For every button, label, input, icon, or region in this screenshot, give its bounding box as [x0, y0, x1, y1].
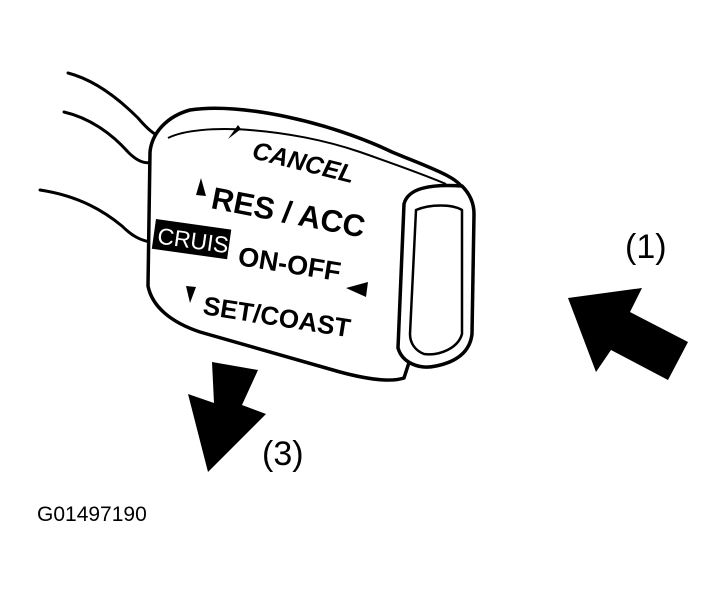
switch-head-body	[146, 106, 466, 382]
figure-id: G01497190	[37, 503, 147, 526]
set-coast-down-arrow-icon	[186, 286, 196, 303]
push-direction-arrow-icon	[568, 288, 688, 380]
pull-down-direction-arrow-icon	[188, 362, 266, 472]
callout-3: (3)	[262, 435, 304, 473]
callout-1: (1)	[625, 228, 667, 266]
end-button	[396, 183, 476, 369]
res-acc-up-arrow-icon	[196, 178, 206, 196]
cancel-arrow-icon	[228, 125, 241, 139]
switch-head-contour	[167, 128, 447, 185]
on-off-left-arrow-icon	[346, 282, 368, 297]
